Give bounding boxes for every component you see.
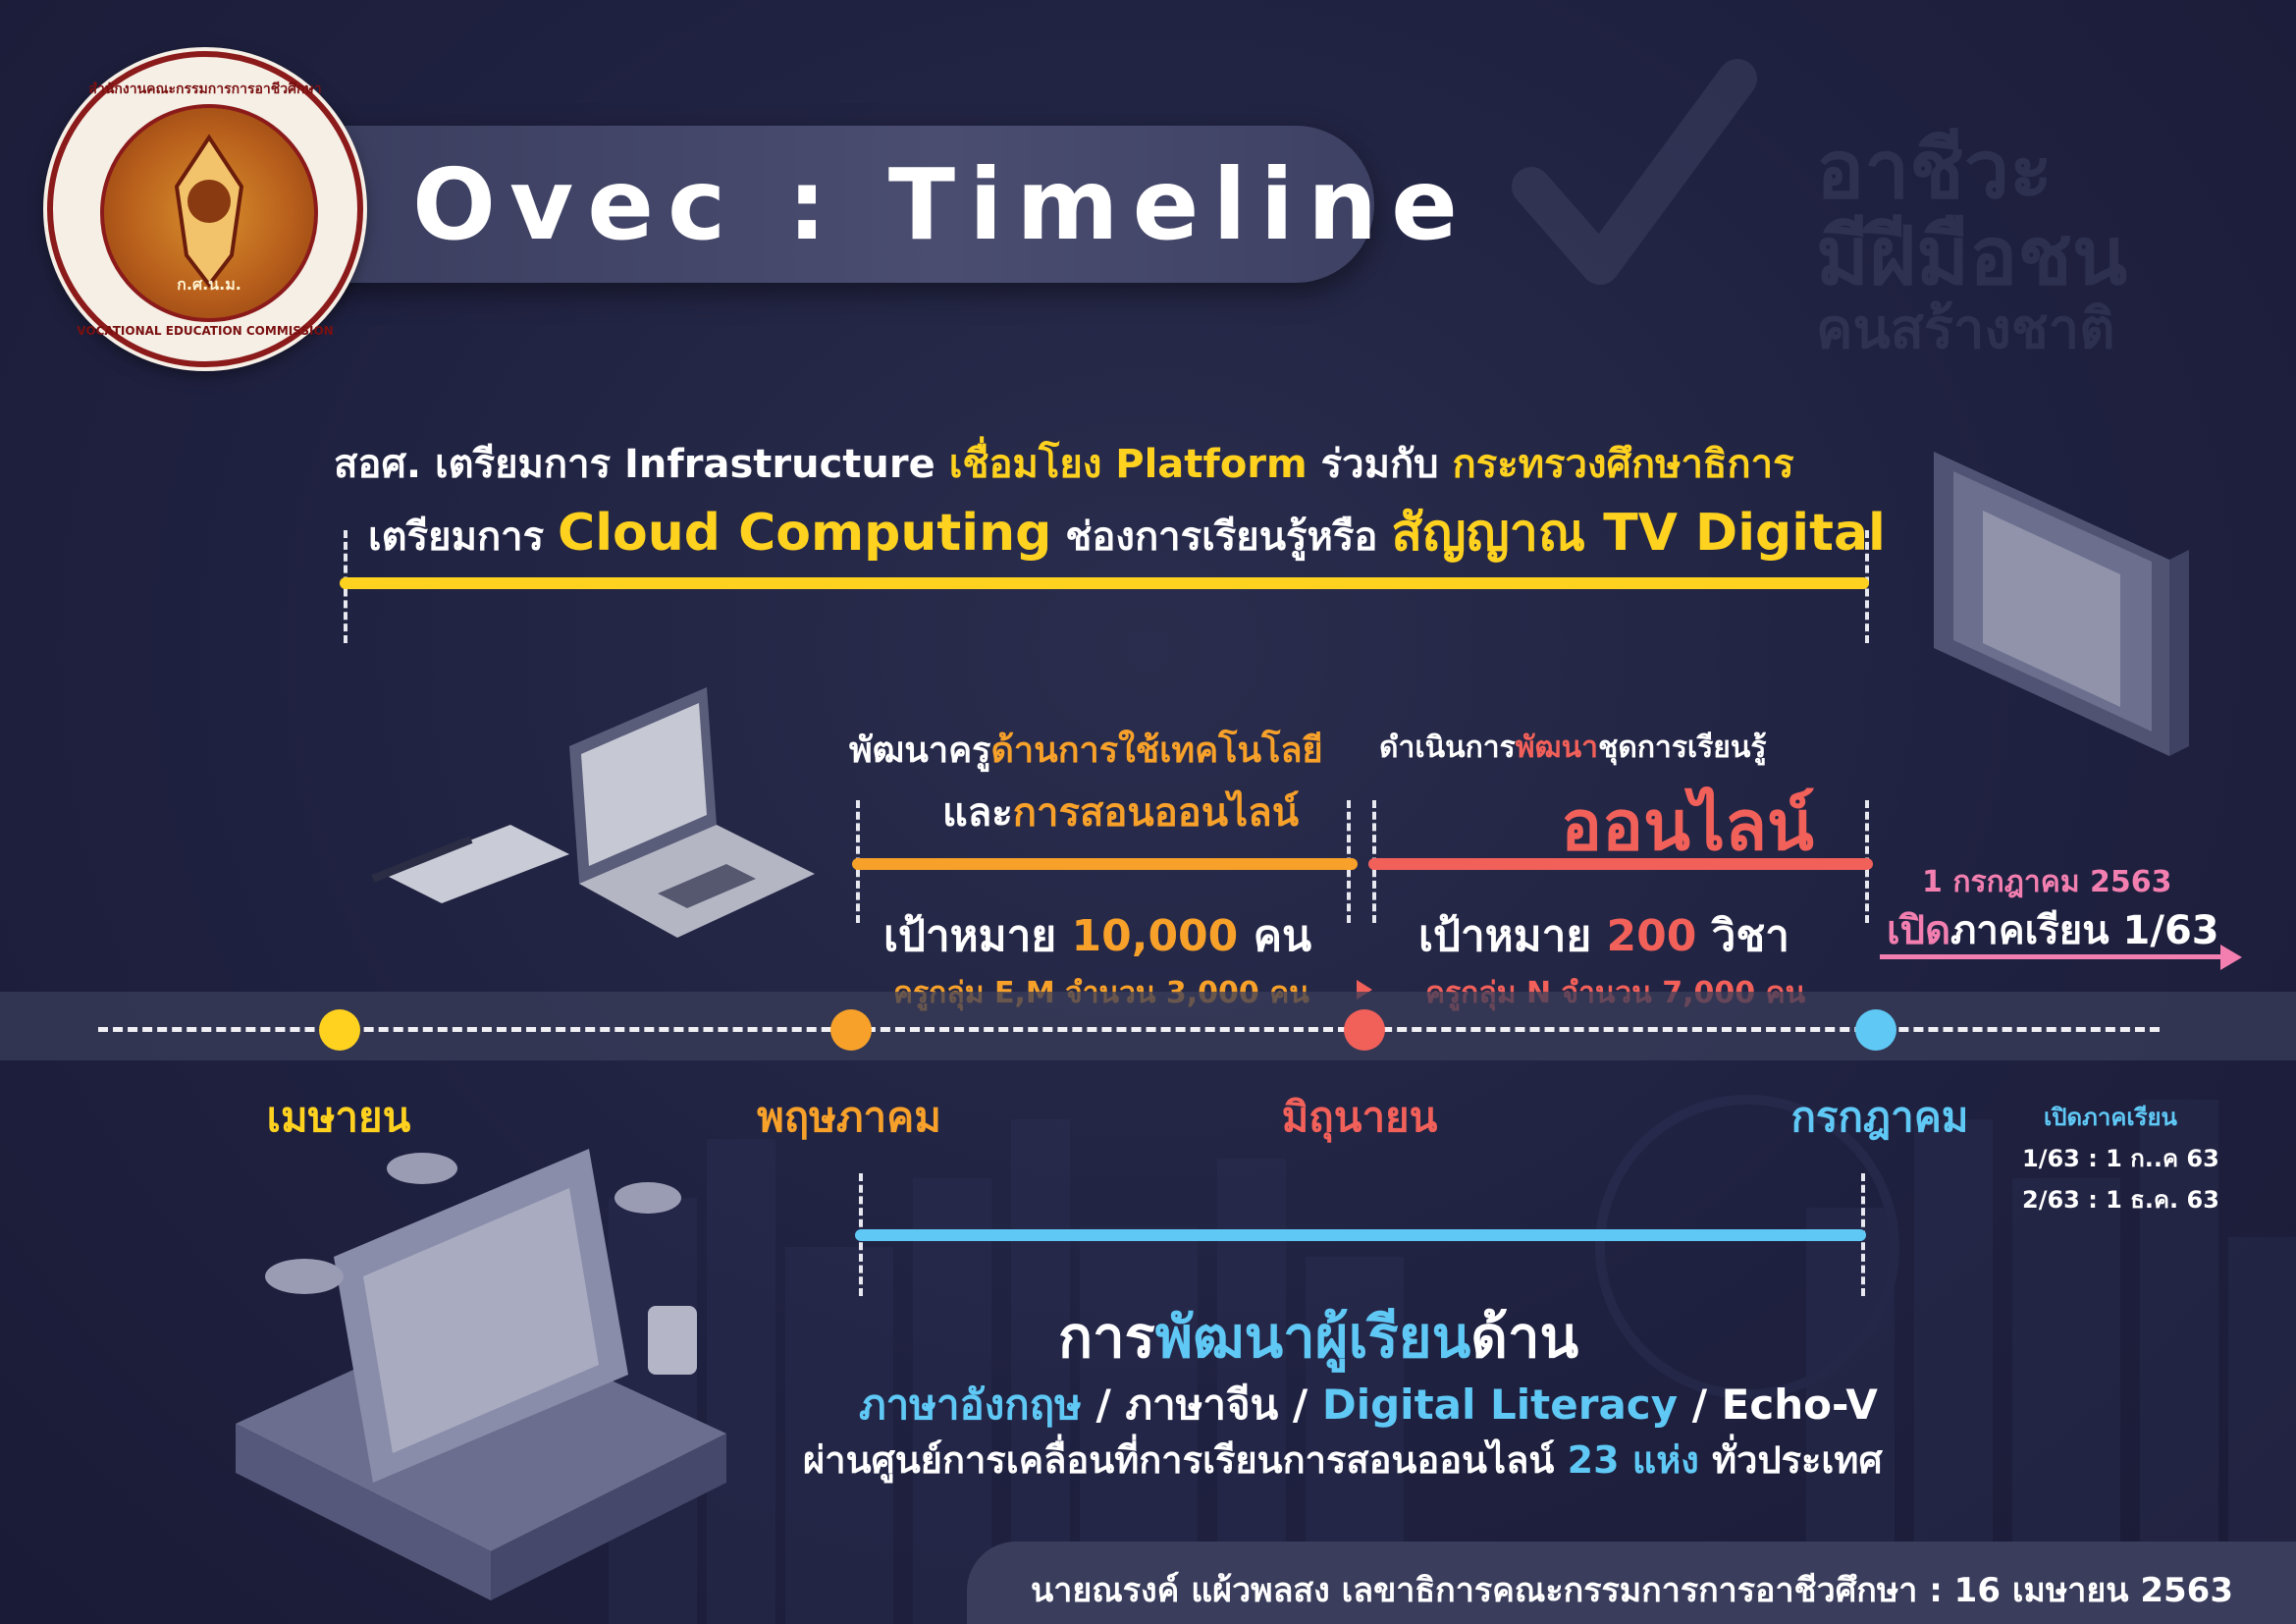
infra-line2: เตรียมการ Cloud Computing ช่องการเรียนรู… bbox=[368, 491, 1886, 572]
student-dev-sub1: ภาษาอังกฤษ / ภาษาจีน / Digital Literacy … bbox=[859, 1373, 1878, 1437]
month-label-may: พฤษภาคม bbox=[757, 1093, 941, 1141]
semester-open-text: ภาคเรียน 1/63 bbox=[1950, 908, 2219, 953]
online-dev-highlight: พัฒนา bbox=[1515, 731, 1598, 765]
timeline-axis bbox=[98, 1027, 2160, 1032]
teacher-dev-highlight: การสอนออนไลน์ bbox=[1012, 790, 1300, 836]
online-dev-bar bbox=[1368, 858, 1873, 870]
title-banner bbox=[294, 126, 1374, 283]
semester-info: เปิดภาคเรียน 1/63 : 1 ก..ค 63 2/63 : 1 ธ… bbox=[2022, 1097, 2219, 1220]
ovec-seal-logo: สำนักงานคณะกรรมการการอาชีวศึกษา ก.ศ.น.ม.… bbox=[47, 51, 363, 367]
timeline-dot-june bbox=[1344, 1009, 1385, 1051]
semester-open-date: 1 กรกฎาคม 2563 bbox=[1922, 865, 2172, 899]
infra-text: เตรียมการ bbox=[368, 514, 559, 560]
seal-text-bottom: VOCATIONAL EDUCATION COMMISSION bbox=[77, 324, 334, 338]
infra-highlight: Cloud Computing bbox=[558, 504, 1052, 563]
semester-arrow-line bbox=[1880, 954, 2223, 959]
timeline-band bbox=[0, 992, 2296, 1060]
infra-highlight: เชื่อมโยง Platform bbox=[948, 442, 1308, 487]
seal-emblem-icon: ก.ศ.น.ม. bbox=[100, 104, 318, 322]
online-dev-line1: ดำเนินการพัฒนาชุดการเรียนรู้ bbox=[1379, 725, 1767, 771]
semester-arrow-icon bbox=[2220, 945, 2242, 970]
teacher-dev-text: และ bbox=[942, 790, 1013, 836]
seal-center-text: ก.ศ.น.ม. bbox=[177, 275, 241, 294]
seal-text-top: สำนักงานคณะกรรมการการอาชีวศึกษา bbox=[88, 81, 322, 97]
student-dev-text: การ bbox=[1058, 1304, 1155, 1371]
student-dev-text: ผ่านศูนย์การเคลื่อนที่การเรียนการสอนออนไ… bbox=[803, 1438, 1568, 1482]
teacher-target: เป้าหมาย 10,000 คน bbox=[883, 901, 1311, 970]
student-dev-text: / Echo-V bbox=[1678, 1380, 1878, 1429]
watermark-line3: คนสร้างชาติ bbox=[1816, 298, 2115, 361]
semester-open-highlight: เปิด bbox=[1887, 908, 1951, 953]
student-dev-sub2: ผ่านศูนย์การเคลื่อนที่การเรียนการสอนออนไ… bbox=[803, 1430, 1883, 1489]
semester-open-label: เปิดภาคเรียน 1/63 bbox=[1887, 898, 2219, 961]
semester-info-line1: 1/63 : 1 ก..ค 63 bbox=[2022, 1145, 2219, 1172]
teacher-dev-bar bbox=[852, 858, 1358, 870]
timeline-dot-april bbox=[319, 1009, 360, 1051]
online-dev-line2: ออนไลน์ bbox=[1561, 785, 1814, 866]
desk-illustration bbox=[236, 1149, 726, 1600]
student-dev-highlight: 23 แห่ง bbox=[1567, 1438, 1699, 1482]
teacher-dev-text: พัฒนาครู bbox=[849, 731, 991, 771]
page-title: Ovec : Timeline bbox=[412, 147, 1471, 262]
student-dev-bar bbox=[855, 1229, 1866, 1241]
infra-highlight: สัญญาณ TV Digital bbox=[1391, 504, 1886, 563]
infra-text: สอศ. เตรียมการ Infrastructure bbox=[334, 442, 949, 487]
watermark-line1: อาชีวะ bbox=[1816, 124, 2054, 217]
student-dev-text: ทั่วประเทศ bbox=[1698, 1438, 1883, 1482]
month-label-april: เมษายน bbox=[266, 1093, 411, 1141]
teacher-target-value: 10,000 bbox=[1071, 911, 1239, 961]
laptop-illustration bbox=[371, 687, 815, 938]
online-target: เป้าหมาย 200 วิชา bbox=[1418, 901, 1789, 970]
infra-text: ร่วมกับ bbox=[1307, 442, 1453, 487]
infra-text: ช่องการเรียนรู้หรือ bbox=[1051, 514, 1392, 560]
online-target-text: วิชา bbox=[1696, 911, 1789, 961]
footer-banner bbox=[967, 1542, 2296, 1624]
teacher-target-text: คน bbox=[1238, 911, 1312, 961]
teacher-dev-line1: พัฒนาครูด้านการใช้เทคโนโลยี bbox=[849, 722, 1323, 778]
student-dev-highlight: Digital Literacy bbox=[1321, 1380, 1679, 1429]
online-dev-text: ชุดการเรียนรู้ bbox=[1597, 731, 1767, 765]
watermark-line2: มีฝีมือชน bbox=[1816, 210, 2128, 303]
month-label-june: มิถุนายน bbox=[1281, 1093, 1438, 1141]
student-dev-text: ด้าน bbox=[1470, 1304, 1579, 1371]
month-label-july: กรกฎาคม bbox=[1790, 1093, 1969, 1141]
watermark-slogan: อาชีวะ มีฝีมือชน คนสร้างชาติ bbox=[1816, 128, 2127, 359]
teacher-target-text: เป้าหมาย bbox=[883, 911, 1072, 961]
student-dev-highlight: พัฒนาผู้เรียน bbox=[1154, 1304, 1471, 1371]
teacher-dev-line2: และการสอนออนไลน์ bbox=[942, 781, 1299, 843]
infra-bar bbox=[340, 577, 1869, 589]
online-target-text: เป้าหมาย bbox=[1418, 911, 1607, 961]
infra-highlight: กระทรวงศึกษาธิการ bbox=[1452, 442, 1794, 487]
student-dev-text: / ภาษาจีน / bbox=[1081, 1380, 1322, 1429]
online-dev-text: ดำเนินการ bbox=[1379, 731, 1516, 765]
checkmark-watermark-icon bbox=[1512, 59, 1757, 285]
online-target-value: 200 bbox=[1606, 911, 1697, 961]
student-dev-title: การพัฒนาผู้เรียนด้าน bbox=[1058, 1291, 1578, 1382]
timeline-dot-july bbox=[1855, 1009, 1896, 1051]
semester-info-title: เปิดภาคเรียน bbox=[2044, 1104, 2177, 1131]
monitor-illustration bbox=[1934, 452, 2189, 756]
footer-text: นายณรงค์ แผ้วพลสง เลขาธิการคณะกรรมการการ… bbox=[1031, 1571, 2233, 1610]
teacher-dev-highlight: ด้านการใช้เทคโนโลยี bbox=[990, 731, 1323, 771]
semester-info-line2: 2/63 : 1 ธ.ค. 63 bbox=[2022, 1186, 2219, 1214]
student-dev-highlight: ภาษาอังกฤษ bbox=[859, 1380, 1082, 1429]
timeline-dot-may bbox=[830, 1009, 872, 1051]
infra-line1: สอศ. เตรียมการ Infrastructure เชื่อมโยง … bbox=[334, 432, 1794, 495]
